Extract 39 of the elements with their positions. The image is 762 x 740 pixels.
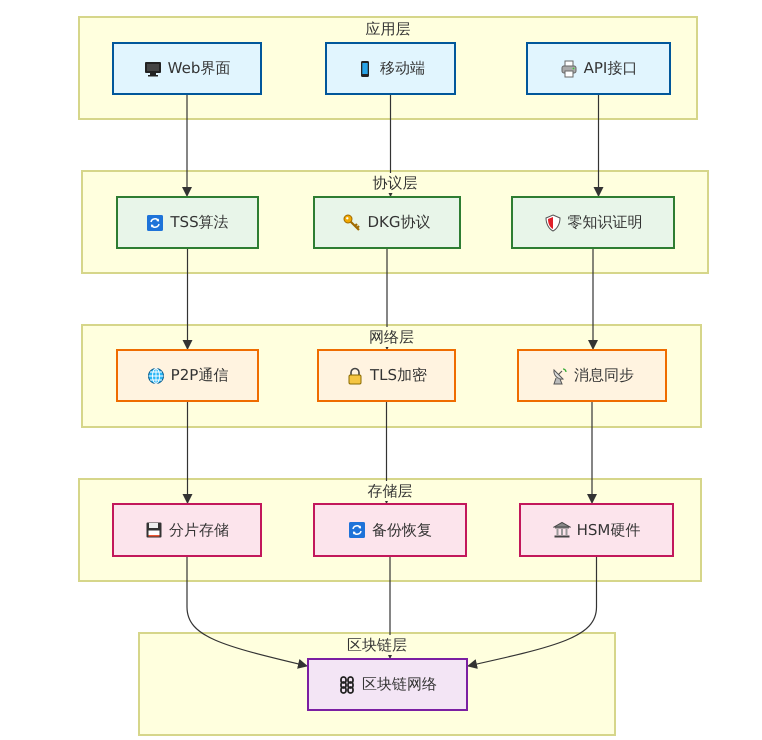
box-label: Web界面: [168, 59, 230, 78]
process-box: [317, 349, 456, 402]
process-box: [519, 503, 674, 557]
box-label: P2P通信: [170, 366, 228, 385]
box-label: DKG协议: [367, 213, 430, 232]
box-label: TSS算法: [170, 213, 229, 232]
arrow: [186, 557, 308, 669]
process-box: [112, 42, 262, 95]
layer-panel: [81, 170, 709, 274]
box-label: 区块链网络: [362, 675, 437, 694]
box-label: 分片存储: [169, 520, 229, 540]
box-label: 消息同步: [574, 366, 634, 385]
box-label: API接口: [584, 59, 638, 78]
process-box: [325, 42, 456, 95]
process-box: [526, 42, 671, 95]
process-box: [313, 196, 461, 249]
process-box: [116, 196, 259, 249]
process-box: [517, 349, 667, 402]
process-box: [313, 503, 467, 557]
process-box: [511, 196, 675, 249]
process-box: [112, 503, 262, 557]
layer-panel: [78, 478, 702, 582]
arrow: [182, 249, 192, 350]
arrow: [182, 402, 192, 504]
arrow: [467, 557, 598, 669]
box-label: TLS加密: [370, 366, 428, 385]
layer-panel: [78, 16, 698, 120]
arrow: [594, 95, 604, 197]
process-box: [307, 658, 468, 711]
arrow: [587, 402, 597, 504]
process-box: [116, 349, 259, 402]
arrow: [588, 249, 598, 350]
layer-panel: [138, 632, 616, 736]
layer-panel: [81, 324, 702, 428]
box-label: HSM硬件: [576, 520, 640, 540]
box-label: 零知识证明: [568, 213, 642, 232]
box-label: 移动端: [380, 59, 425, 78]
arrow: [182, 95, 192, 197]
box-label: 备份恢复: [372, 520, 432, 540]
